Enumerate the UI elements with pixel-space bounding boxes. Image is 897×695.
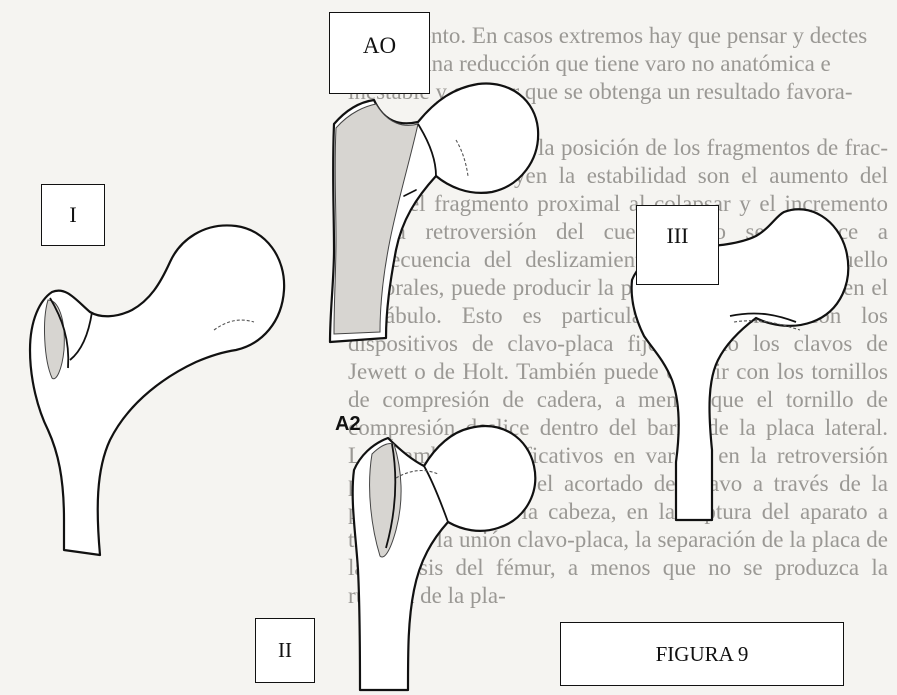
- label-i: I: [41, 184, 105, 246]
- femur-type-a2: [353, 426, 536, 690]
- femur-type-ao: [330, 83, 538, 342]
- label-a2: A2: [335, 413, 361, 436]
- label-ii: II: [255, 618, 315, 683]
- label-iii: III: [636, 205, 719, 285]
- femur-type-i: [30, 225, 284, 555]
- label-ao: AO: [329, 12, 430, 94]
- figure-caption: FIGURA 9: [560, 622, 844, 686]
